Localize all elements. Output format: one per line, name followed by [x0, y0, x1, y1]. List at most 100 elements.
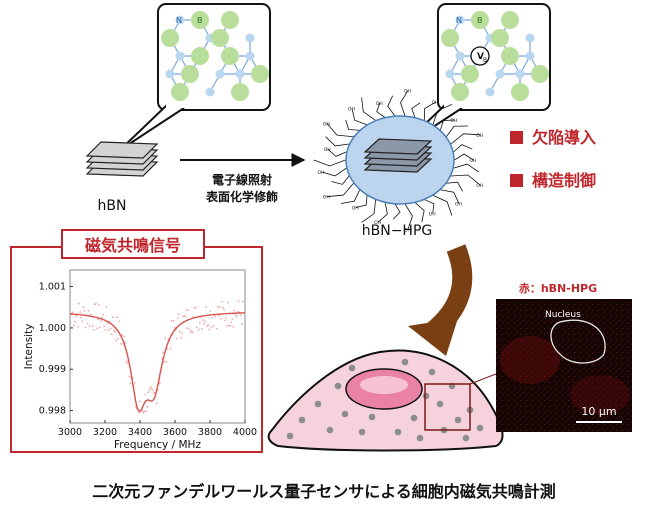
- polymer-branch: [387, 95, 396, 117]
- data-point: [185, 309, 188, 311]
- micrograph-title: 赤：hBN-HPG: [519, 281, 597, 295]
- plot-area: [69, 269, 246, 424]
- data-point: [186, 327, 189, 329]
- data-point: [139, 400, 141, 403]
- polymer-branch: [392, 203, 401, 220]
- polymer-branch: [361, 97, 376, 121]
- nitrogen-atom: [245, 33, 255, 43]
- data-point: [88, 325, 91, 327]
- polymer-branch: [327, 148, 347, 157]
- nanoparticle-dot: [348, 364, 356, 372]
- nitrogen-atom: [215, 69, 225, 79]
- data-point: [201, 327, 203, 330]
- boron-atom: [221, 47, 239, 65]
- data-point: [84, 326, 87, 329]
- polymer-branch: [361, 199, 377, 223]
- data-point: [184, 315, 187, 318]
- polymer-branch: [377, 202, 388, 223]
- hbn-label: hBN: [98, 198, 127, 214]
- nitrogen-atom: [175, 15, 185, 25]
- data-point: [101, 316, 104, 319]
- hydroxyl-label: OH: [476, 133, 483, 139]
- data-point: [116, 316, 118, 319]
- nitrogen-atom: [455, 51, 465, 61]
- data-point: [240, 323, 243, 325]
- data-point: [107, 328, 110, 331]
- data-point: [110, 333, 113, 336]
- defect-bullet-icon: [510, 131, 523, 144]
- data-point: [211, 316, 214, 319]
- y-tick-label: 0.998: [39, 406, 66, 417]
- data-point: [143, 410, 146, 413]
- data-point: [195, 326, 198, 329]
- hydroxyl-label: OH: [348, 106, 355, 112]
- nanoparticle-dot: [341, 410, 349, 418]
- data-point: [72, 324, 75, 327]
- data-point: [109, 327, 112, 330]
- chart-title: 磁気共鳴信号: [85, 236, 181, 255]
- data-point: [124, 341, 127, 344]
- data-point: [75, 315, 77, 317]
- data-point: [147, 391, 150, 394]
- nanoparticle-dot: [454, 416, 462, 424]
- data-point: [148, 389, 151, 391]
- y-tick-label: 1.000: [39, 323, 66, 334]
- fluorescence-micrograph: Nucleus 10 µm: [496, 299, 632, 432]
- data-point: [179, 330, 181, 333]
- data-point: [100, 320, 103, 323]
- polymer-branch: [450, 133, 481, 145]
- x-tick-label: 3600: [163, 427, 187, 438]
- data-point: [87, 309, 90, 312]
- hydroxyl-label: OH: [429, 211, 436, 217]
- data-point: [113, 330, 116, 333]
- boron-atom: [451, 83, 469, 101]
- data-point: [212, 325, 215, 327]
- data-point: [71, 311, 74, 314]
- data-point: [79, 311, 82, 314]
- data-point: [229, 325, 232, 327]
- cell-illustration: [267, 349, 504, 452]
- x-tick-label: 4000: [233, 427, 257, 438]
- hydroxyl-label: OH: [374, 220, 381, 226]
- data-point: [165, 361, 168, 363]
- defect-intro-text: 欠陥導入: [532, 128, 596, 147]
- data-point: [226, 324, 229, 327]
- data-point: [91, 325, 94, 327]
- data-point: [114, 339, 117, 342]
- nitrogen-atom: [515, 69, 525, 79]
- data-point: [151, 389, 154, 392]
- data-point: [235, 315, 238, 318]
- polymer-branch: [411, 102, 421, 118]
- data-point: [242, 300, 244, 303]
- nanoparticle-dot: [286, 432, 294, 440]
- data-point: [203, 322, 205, 325]
- nitrogen-atom: [455, 15, 465, 25]
- polymer-branch: [355, 195, 368, 208]
- data-point: [207, 324, 210, 326]
- y-tick-label: 1.001: [39, 282, 66, 293]
- nanoparticle-dot: [401, 358, 409, 366]
- hydroxyl-label: OH: [404, 227, 411, 233]
- data-point: [197, 328, 200, 331]
- data-point: [189, 331, 192, 334]
- data-point: [169, 347, 172, 350]
- polymer-branch: [340, 189, 361, 204]
- hbn-stack-icon: [85, 141, 159, 177]
- data-point: [155, 402, 158, 405]
- boron-label: B: [477, 16, 483, 25]
- nanoparticle-dot: [410, 414, 418, 422]
- polymer-branch: [313, 159, 346, 167]
- data-point: [129, 382, 132, 385]
- data-point: [177, 313, 180, 315]
- data-point: [190, 329, 193, 332]
- data-point: [205, 306, 208, 308]
- data-point: [224, 319, 226, 322]
- boron-atom: [191, 47, 209, 65]
- boron-atom: [501, 11, 519, 29]
- data-point: [215, 327, 218, 330]
- data-point: [231, 318, 234, 320]
- polymer-branch: [376, 102, 386, 118]
- data-point: [105, 306, 108, 308]
- boron-atom: [231, 83, 249, 101]
